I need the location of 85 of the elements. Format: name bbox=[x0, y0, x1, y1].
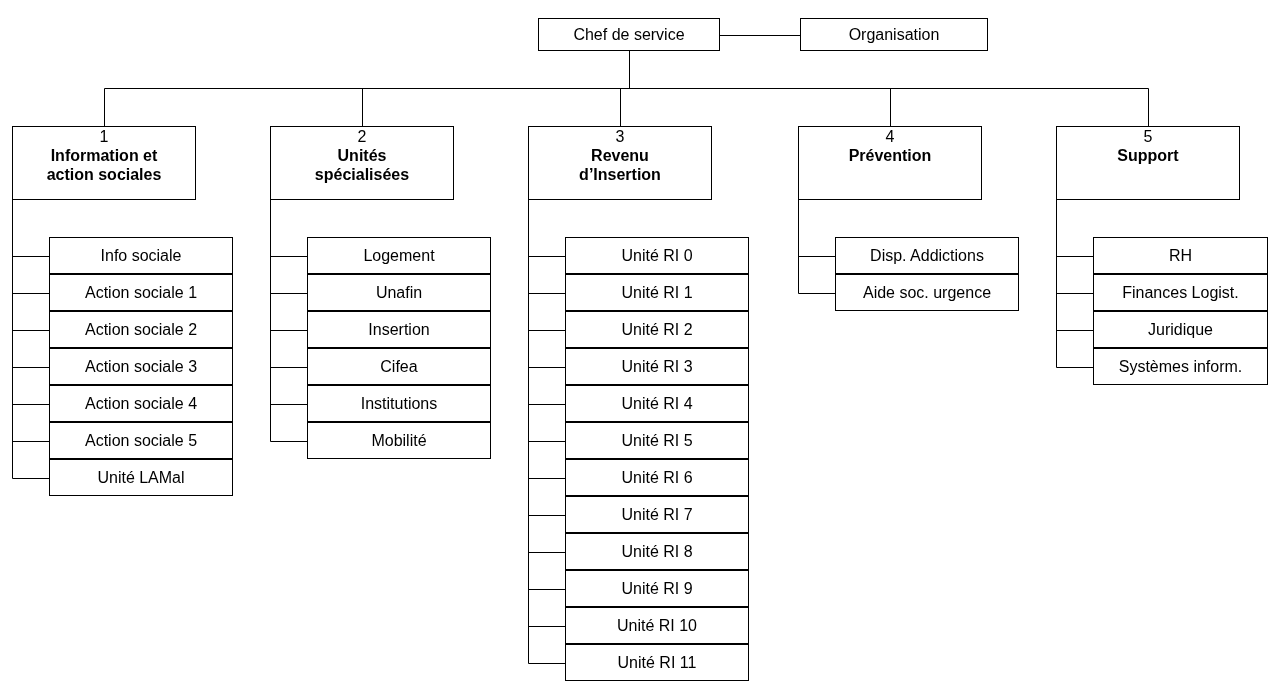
department-title: Prévention bbox=[848, 146, 932, 165]
node-label: Unité RI 4 bbox=[621, 394, 693, 413]
connector-line bbox=[798, 199, 836, 294]
node-label: Unité RI 0 bbox=[621, 246, 693, 265]
node-label: Juridique bbox=[1148, 320, 1213, 339]
node-label: Organisation bbox=[848, 25, 940, 44]
unit-box bbox=[307, 237, 491, 274]
node-label: Unité RI 11 bbox=[617, 653, 697, 672]
org-box bbox=[800, 18, 988, 51]
unit-box bbox=[49, 385, 233, 422]
unit-box bbox=[1093, 311, 1268, 348]
node-label: Unité RI 9 bbox=[621, 579, 693, 598]
unit-box bbox=[307, 274, 491, 311]
node-label: Unité RI 8 bbox=[621, 542, 693, 561]
department-number: 4 bbox=[885, 127, 895, 146]
unit-box bbox=[565, 311, 749, 348]
unit-box bbox=[1093, 237, 1268, 274]
node-label: Action sociale 1 bbox=[84, 283, 198, 302]
node-label: Unité RI 3 bbox=[621, 357, 693, 376]
connector-line bbox=[1056, 199, 1094, 368]
node-label: Info sociale bbox=[100, 246, 182, 265]
org-box bbox=[538, 18, 720, 51]
node-label: Aide soc. urgence bbox=[862, 283, 992, 302]
unit-box bbox=[1093, 274, 1268, 311]
node-label: Action sociale 5 bbox=[84, 431, 198, 450]
unit-box bbox=[565, 533, 749, 570]
unit-box bbox=[307, 422, 491, 459]
department-title: Revenu d’Insertion bbox=[578, 146, 662, 184]
unit-box bbox=[565, 385, 749, 422]
node-label: Unité RI 10 bbox=[616, 616, 697, 635]
unit-box bbox=[49, 311, 233, 348]
unit-box bbox=[49, 459, 233, 496]
unit-box bbox=[1093, 348, 1268, 385]
node-label: Disp. Addictions bbox=[870, 246, 984, 265]
unit-box bbox=[307, 348, 491, 385]
node-label: Cifea bbox=[380, 357, 418, 376]
department-title: Support bbox=[1117, 146, 1179, 165]
node-label: Action sociale 4 bbox=[84, 394, 198, 413]
node-label: Unité RI 6 bbox=[621, 468, 693, 487]
unit-box bbox=[49, 422, 233, 459]
node-label: Systèmes inform. bbox=[1118, 357, 1243, 376]
connector-line bbox=[719, 35, 801, 36]
department-box bbox=[12, 126, 196, 200]
unit-box bbox=[49, 237, 233, 274]
unit-box bbox=[565, 274, 749, 311]
department-number: 2 bbox=[357, 127, 367, 146]
department-title: Information et action sociales bbox=[45, 146, 163, 184]
node-label: Insertion bbox=[368, 320, 430, 339]
node-label: RH bbox=[1168, 246, 1193, 265]
department-number: 3 bbox=[615, 127, 625, 146]
unit-box bbox=[565, 570, 749, 607]
unit-box bbox=[49, 348, 233, 385]
unit-box bbox=[565, 496, 749, 533]
node-label: Action sociale 2 bbox=[84, 320, 198, 339]
unit-box bbox=[835, 274, 1019, 311]
node-label: Unafin bbox=[375, 283, 423, 302]
node-label: Unité RI 2 bbox=[621, 320, 693, 339]
unit-box bbox=[565, 348, 749, 385]
node-label: Unité RI 5 bbox=[621, 431, 693, 450]
department-box bbox=[798, 126, 982, 200]
department-box bbox=[1056, 126, 1240, 200]
unit-box bbox=[565, 459, 749, 496]
unit-box bbox=[307, 311, 491, 348]
node-label: Institutions bbox=[360, 394, 438, 413]
department-number: 1 bbox=[99, 127, 109, 146]
node-label: Action sociale 3 bbox=[84, 357, 198, 376]
unit-box bbox=[565, 422, 749, 459]
unit-box bbox=[565, 607, 749, 644]
node-label: Mobilité bbox=[371, 431, 427, 450]
department-box bbox=[528, 126, 712, 200]
unit-box bbox=[835, 237, 1019, 274]
unit-box bbox=[307, 385, 491, 422]
node-label: Chef de service bbox=[573, 25, 685, 44]
department-title: Unités spécialisées bbox=[313, 146, 411, 184]
node-label: Logement bbox=[363, 246, 435, 265]
unit-box bbox=[565, 644, 749, 681]
node-label: Finances Logist. bbox=[1122, 283, 1239, 302]
unit-box bbox=[565, 237, 749, 274]
unit-box bbox=[49, 274, 233, 311]
department-box bbox=[270, 126, 454, 200]
department-number: 5 bbox=[1143, 127, 1153, 146]
connector-line bbox=[270, 199, 308, 442]
node-label: Unité LAMal bbox=[97, 468, 185, 487]
node-label: Unité RI 1 bbox=[621, 283, 693, 302]
node-label: Unité RI 7 bbox=[621, 505, 693, 524]
